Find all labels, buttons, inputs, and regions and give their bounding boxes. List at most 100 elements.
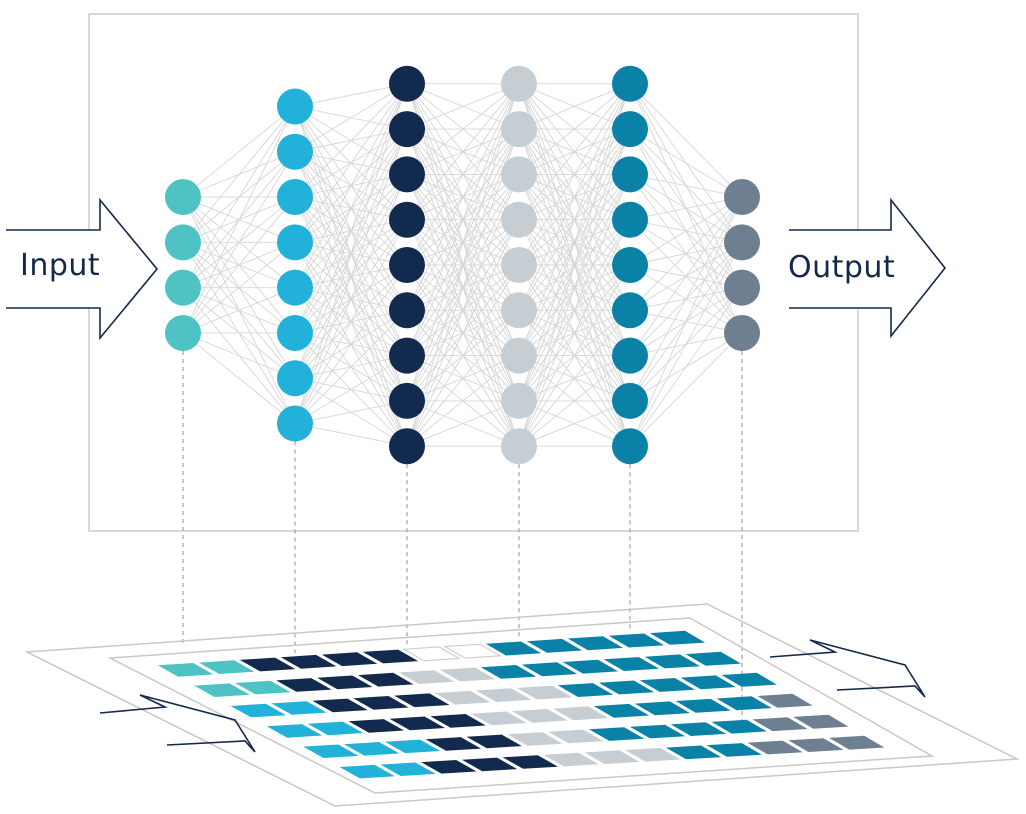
grid-cell [649,630,706,645]
grid-cell [380,762,436,776]
grid-cell [711,719,767,734]
grid-cell [670,722,726,736]
neuron-node [389,428,425,465]
connection-line [182,106,296,198]
connection-line [629,196,743,221]
layer-projection-lines [182,350,743,727]
grid-cell [384,739,441,754]
connection-line [406,400,520,447]
floor-arrow-top [769,639,926,698]
neuron-node [389,337,425,374]
connection-line [406,83,520,311]
connection-line [406,83,520,447]
grid-cell [567,636,624,651]
grid-cell [747,740,803,755]
grid-cell [721,672,777,687]
grid-cell [439,667,496,682]
neuron-node [501,337,537,374]
floor-plane-outer [24,603,1020,807]
neuron-node [612,247,648,283]
neuron-node [612,201,648,238]
grid-cell [685,651,741,666]
grid-cell [562,659,619,674]
connection-line [518,83,631,220]
grid-cell [788,738,844,752]
grid-cell [675,698,731,713]
connection-line [294,83,408,243]
grid-cell [629,724,686,739]
neuron-node [165,179,201,216]
grid-cell [321,652,378,667]
grid-cell [353,696,409,710]
input-label: Input [20,248,100,283]
grid-cell [430,714,486,728]
connection-line [294,423,408,447]
connection-line [294,83,408,198]
grid-cell [680,675,736,690]
connection-line [182,196,296,334]
neuron-node [724,269,760,306]
grid-cell [716,696,772,711]
grid-cell [317,675,373,690]
connection-line [406,83,520,266]
grid-cell [608,633,665,648]
neuron-node [724,224,760,261]
connection-line [518,83,631,175]
neuron-node [501,247,537,283]
neuron-node [612,111,648,148]
neuron-node [389,111,425,148]
grid-cell [394,693,450,708]
neuron-node [501,382,537,419]
connection-line [518,83,631,447]
connection-line [518,83,631,130]
grid-cell [276,678,332,692]
grid-cell [644,654,700,669]
connection-line [294,355,408,424]
connection-line [406,219,520,447]
connection-line [518,355,631,447]
neuron-node [389,156,425,193]
connection-line [518,264,631,447]
connection-line [294,309,408,424]
grid-cell [512,709,568,723]
grid-cell [266,724,323,738]
grid-cell [634,701,690,716]
grid-cell [402,646,461,662]
feature-map-grid [157,630,885,779]
neuron-node [277,224,313,261]
grid-cell [344,742,400,756]
neuron-node [277,360,313,397]
connection-line [518,310,631,447]
connection-line [518,400,631,447]
neuron-node [389,201,425,238]
connection-line [182,151,296,334]
neuron-node [277,88,313,125]
grid-cell [793,714,849,729]
neuron-node [389,247,425,283]
neuron-node [501,201,537,238]
connection-line [629,196,743,266]
grid-cell [485,641,542,656]
grid-cell [521,662,578,677]
grid-cell [435,690,491,705]
neuron-node [612,428,648,465]
connection-line [518,219,631,447]
grid-cell [752,717,808,732]
connection-line [294,83,408,153]
input-arrow [6,197,159,341]
connection-line [629,83,743,198]
grid-cell [480,665,537,679]
neuron-node [501,111,537,148]
neuron-node [501,156,537,193]
connection-line [182,106,296,243]
neuron-node [501,65,537,102]
connection-line [294,83,408,288]
network-connections [182,83,743,447]
connection-line [629,128,743,198]
connection-line [518,83,631,402]
neuron-node [612,292,648,329]
connection-line [518,128,631,447]
connection-line [406,264,520,447]
connection-line [182,332,296,379]
grid-cell [516,685,573,700]
